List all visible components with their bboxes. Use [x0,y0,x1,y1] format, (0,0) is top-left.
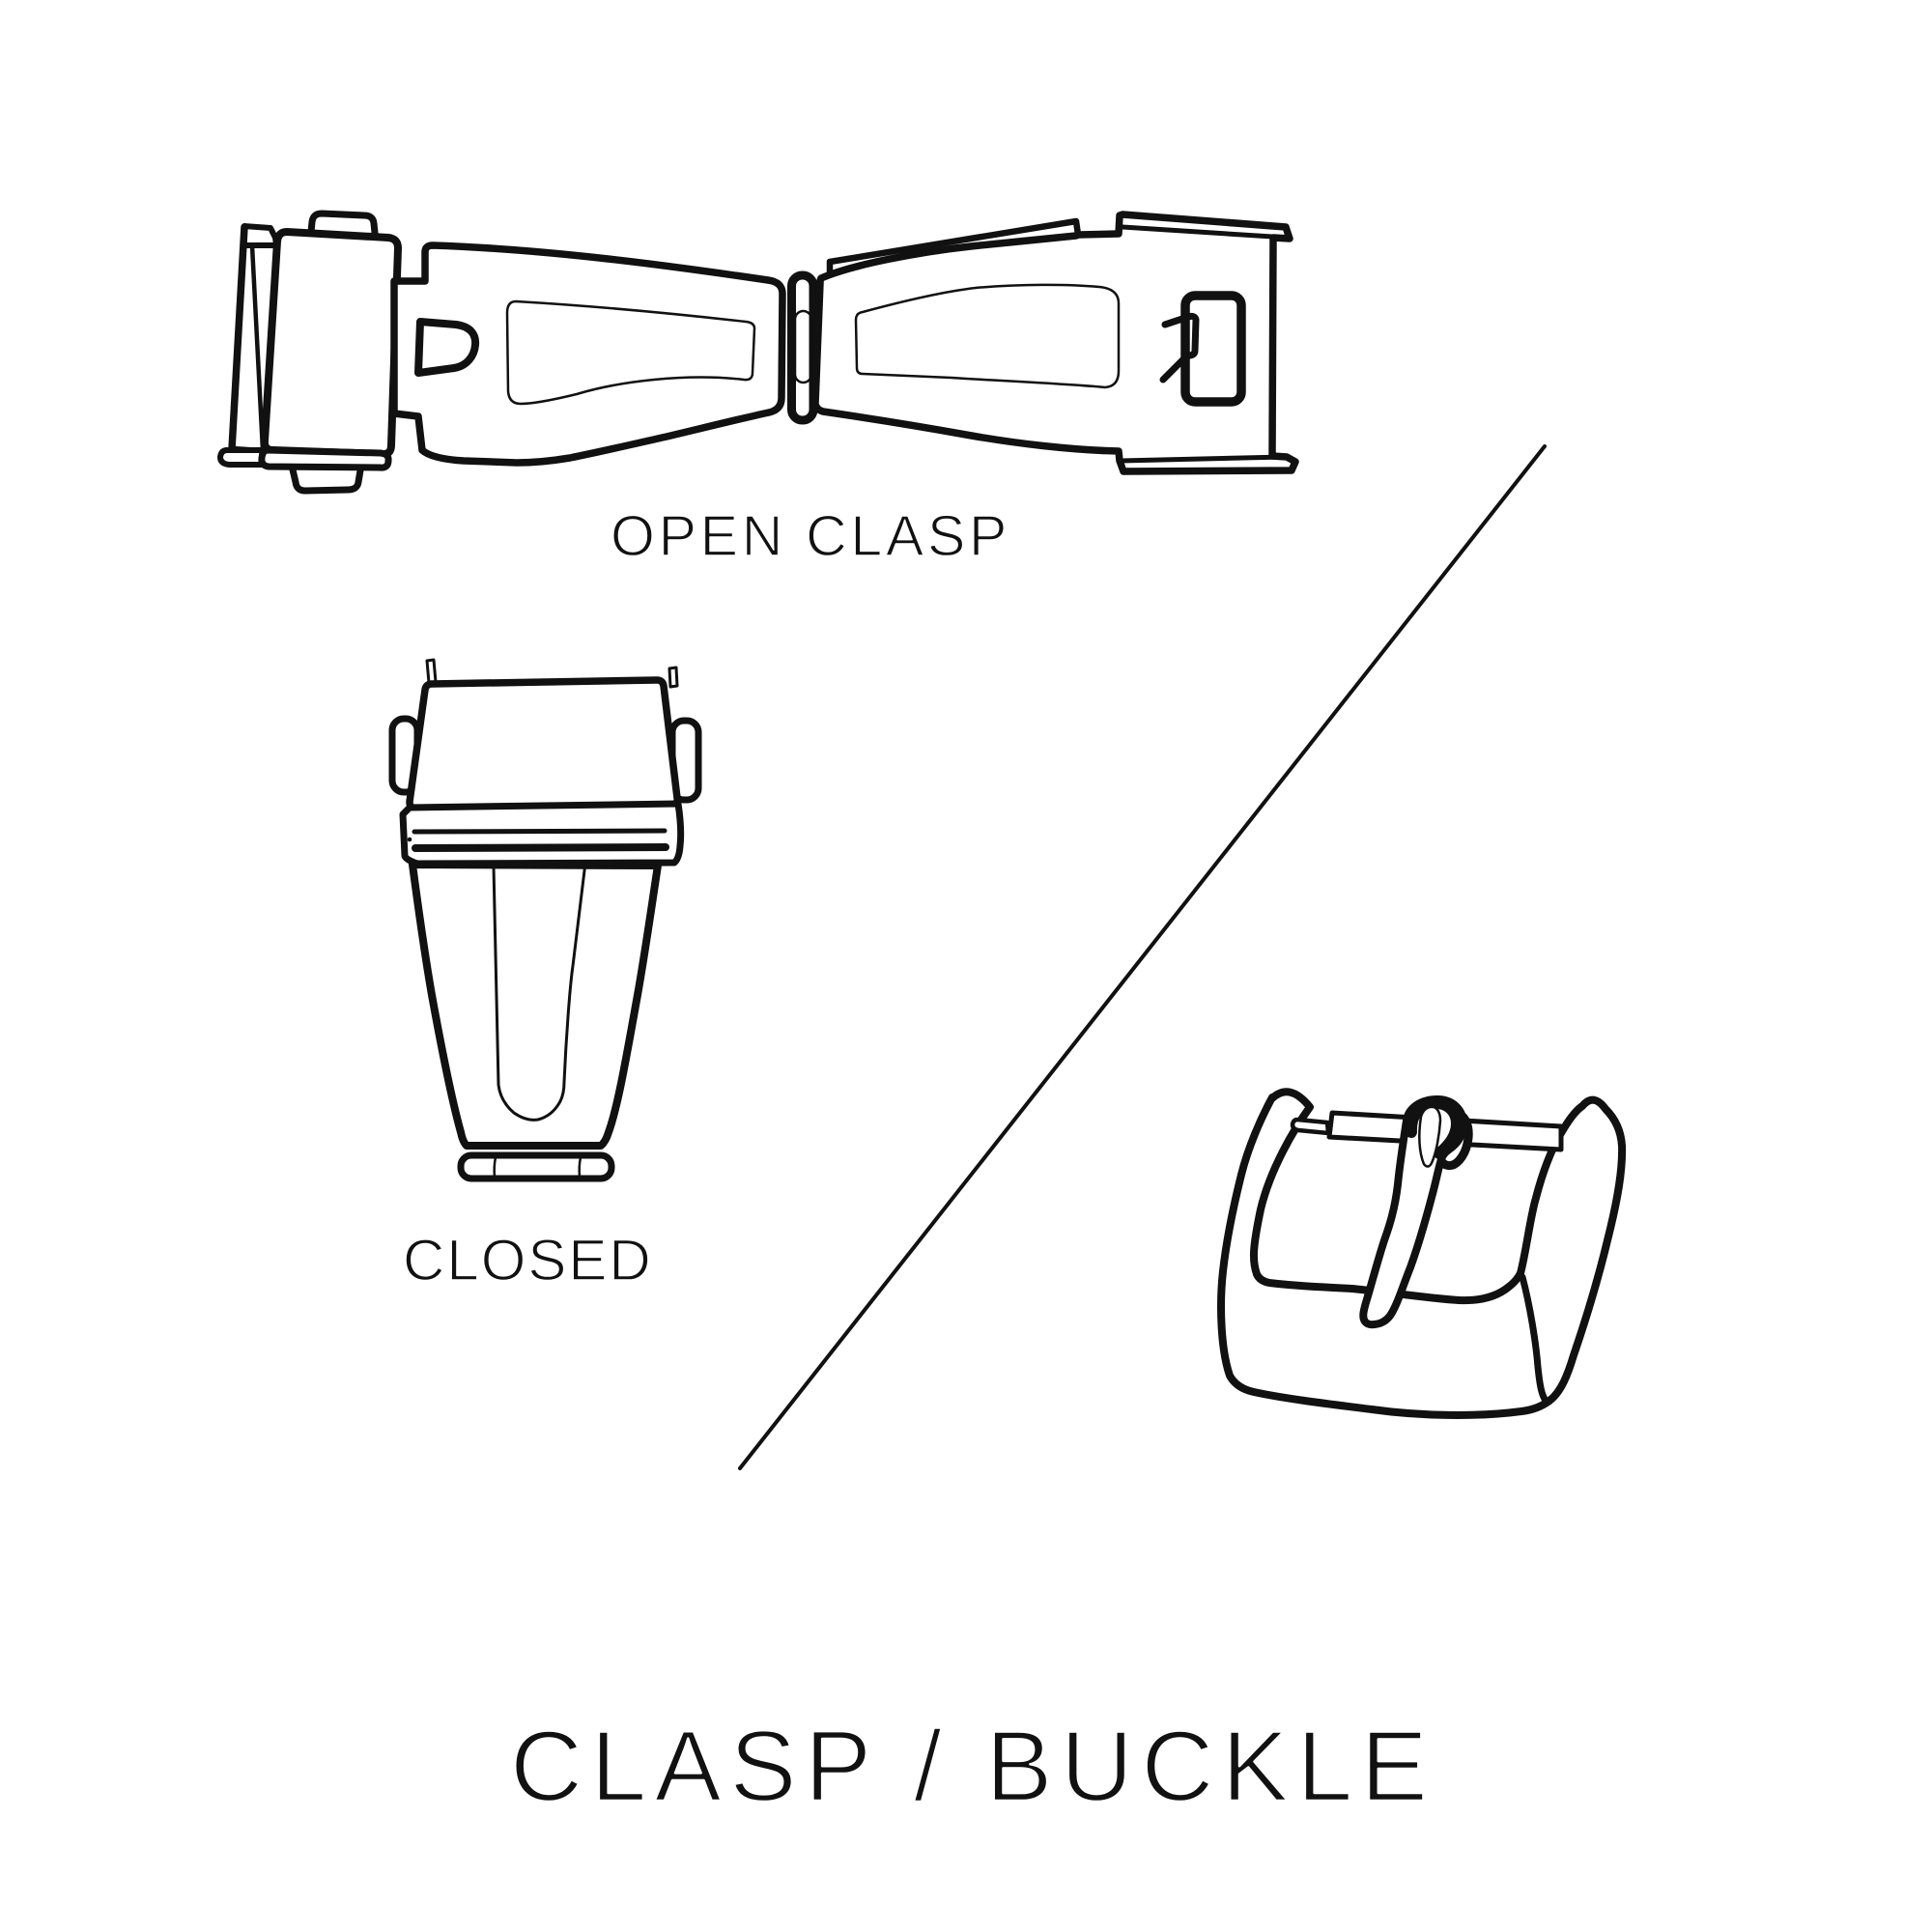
svg-text:CLOSED: CLOSED [403,1228,653,1293]
svg-text:CLASP / BUCKLE: CLASP / BUCKLE [510,1711,1435,1823]
svg-text:OPEN CLASP: OPEN CLASP [611,504,1010,568]
